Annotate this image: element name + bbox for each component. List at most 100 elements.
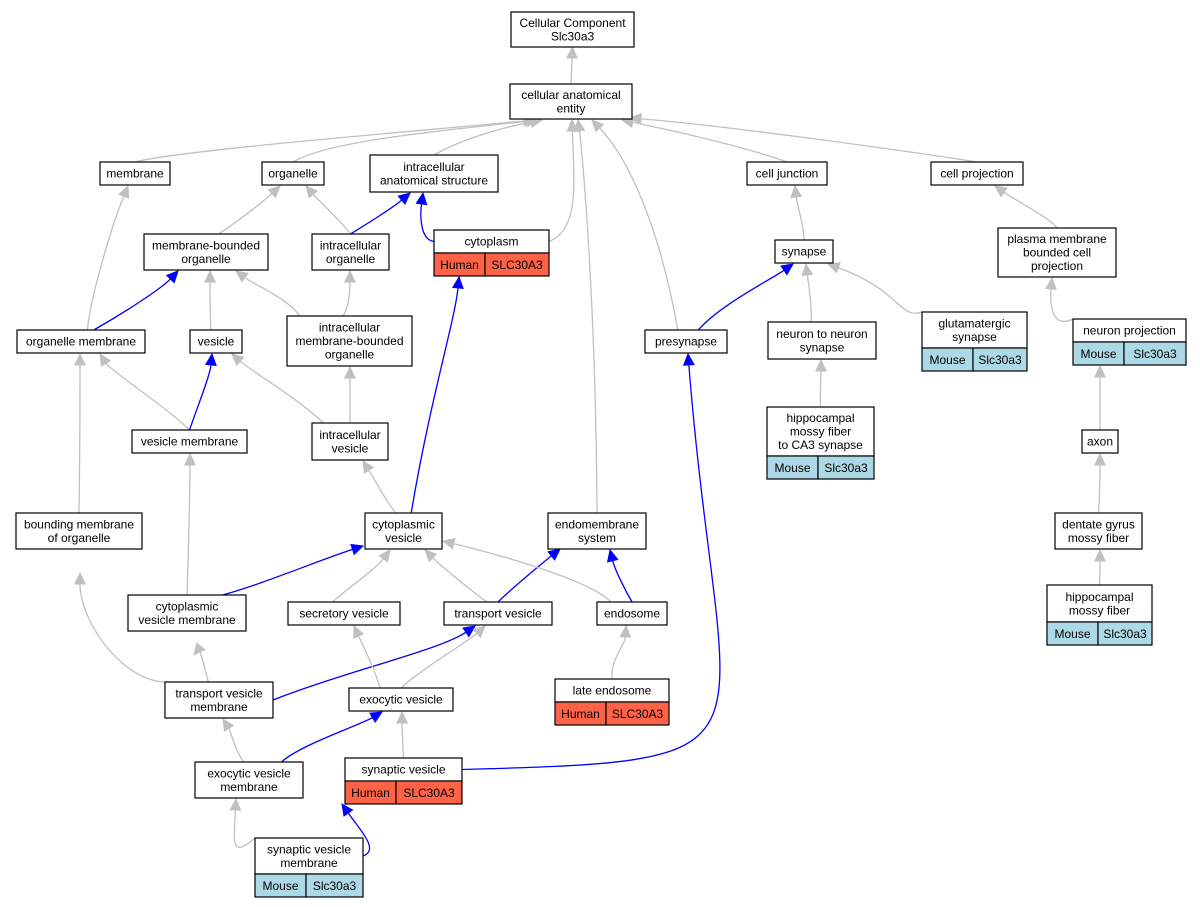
node-label-line: mossy fiber — [790, 425, 851, 439]
edge-endosome-to-es — [612, 560, 633, 603]
node-ev[interactable]: exocytic vesicle — [348, 687, 454, 712]
node-label-line: projection — [1031, 259, 1083, 273]
edge-cv-to-cytoplasm — [410, 287, 459, 514]
node-membrane[interactable]: membrane — [99, 161, 171, 186]
edge-vm-to-om — [105, 362, 190, 431]
gene-label: Slc30a3 — [824, 461, 868, 475]
node-tv[interactable]: transport vesicle — [443, 601, 553, 626]
gene-label: SLC30A3 — [491, 258, 543, 272]
node-box — [921, 311, 1028, 349]
arrowhead-io-to-organelle — [305, 185, 319, 199]
node-vesicle[interactable]: vesicle — [189, 329, 243, 354]
node-box — [767, 321, 877, 360]
node-box — [311, 422, 389, 461]
edge-bmo-to-om — [78, 364, 81, 514]
edge-evm-to-ev — [280, 717, 373, 763]
edge-cvm-to-vm — [186, 464, 191, 596]
species-label: Mouse — [774, 461, 810, 475]
node-label-line: membrane — [220, 780, 278, 794]
node-endosome[interactable]: endosome — [596, 601, 668, 626]
node-vm[interactable]: vesicle membrane — [131, 429, 248, 454]
gene-label: Slc30a3 — [1103, 627, 1147, 641]
arrowhead-vesicle-to-mbo — [204, 269, 216, 283]
edge-vesicle-to-mbo — [209, 281, 212, 331]
node-label-line: neuron projection — [1083, 324, 1176, 338]
node-label-line: cytoplasm — [464, 235, 518, 249]
node-label-line: synapse — [800, 340, 845, 354]
node-cellprojection[interactable]: cell projection — [930, 161, 1024, 186]
node-label-line: organelle membrane — [26, 335, 136, 349]
node-box — [261, 161, 325, 186]
node-organelle[interactable]: organelle — [261, 161, 325, 186]
gene-label: SLC30A3 — [403, 786, 455, 800]
node-axon[interactable]: axon — [1081, 429, 1119, 454]
node-box — [369, 154, 499, 193]
node-box — [364, 512, 443, 550]
node-label-line: cytoplasmic — [156, 599, 219, 613]
node-celljunction[interactable]: cell junction — [746, 161, 828, 186]
node-label-line: axon — [1087, 435, 1113, 449]
node-label-line: dentate gyrus — [1062, 517, 1135, 531]
node-om[interactable]: organelle membrane — [16, 329, 146, 354]
node-label-line: plasma membrane — [1007, 232, 1107, 246]
node-label-line: vesicle — [332, 441, 369, 455]
arrowhead-synv-to-presynapse — [682, 352, 695, 366]
arrowhead-vm-to-om — [99, 353, 112, 367]
node-box — [99, 161, 171, 186]
node-sv2[interactable]: secretory vesicle — [287, 601, 401, 626]
species-label: Mouse — [262, 879, 298, 893]
edge-io-to-organelle — [312, 193, 352, 235]
node-box — [194, 761, 304, 799]
edge-vm-to-vesicle — [188, 364, 212, 431]
arrowhead-tvm-to-bmo — [74, 571, 86, 585]
edge-np-to-pmbcp — [1050, 288, 1074, 322]
node-box — [1046, 584, 1153, 623]
node-label-line: exocytic vesicle — [207, 766, 291, 780]
arrowhead-tv-to-es — [547, 548, 561, 561]
gene-cell — [484, 252, 550, 277]
node-presynapse[interactable]: presynapse — [644, 329, 728, 354]
edge-le-to-endosome — [611, 636, 627, 680]
arrowhead-cae-to-root — [566, 45, 579, 59]
gene-label: Slc30a3 — [313, 879, 357, 893]
node-label-line: cellular anatomical — [521, 88, 620, 102]
arrowhead-cvm-to-cv — [350, 543, 365, 556]
node-label-line: cell projection — [940, 167, 1013, 181]
arrowhead-hmf2ca3-to-n2n — [815, 358, 827, 372]
node-label-line: of organelle — [48, 531, 111, 545]
arrowhead-synapse-to-celljunction — [790, 184, 803, 199]
arrowhead-es-to-cae — [573, 118, 586, 133]
arrowhead-svm-to-synv — [341, 803, 354, 817]
node-synapse[interactable]: synapse — [774, 239, 834, 264]
node-box — [510, 11, 635, 48]
arrowhead-imbo-to-io — [344, 269, 356, 283]
